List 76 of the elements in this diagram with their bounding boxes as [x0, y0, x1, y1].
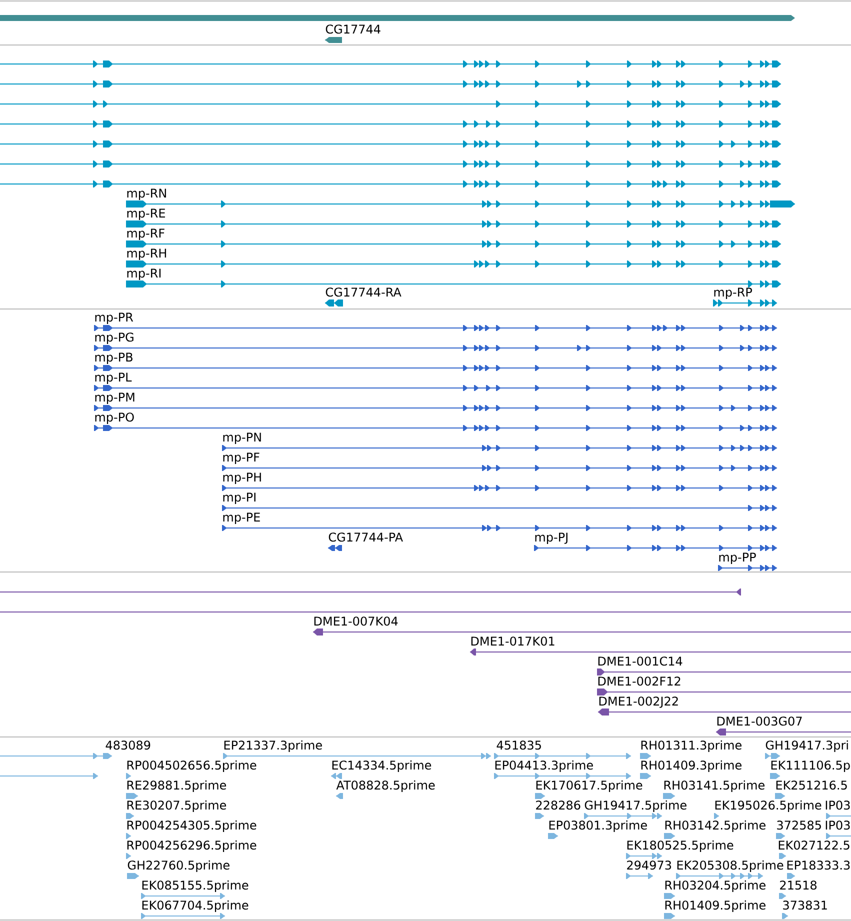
- feature-label: EP03801.3prime: [549, 820, 647, 832]
- feature-label: GH19417.3pri: [766, 740, 848, 752]
- feature-label: EK170617.5prime: [536, 780, 642, 792]
- feature-label: EK027122.5: [778, 840, 850, 850]
- feature-label: mp-PF: [223, 452, 260, 464]
- feature-line: [0, 773, 98, 779]
- feature-label: RP004256296.5prime: [127, 840, 256, 852]
- feature-label: mp-RI: [127, 268, 161, 280]
- feature-label: RE29881.5prime: [127, 780, 226, 792]
- feature-label: DME1-017K01: [471, 636, 554, 646]
- feature-label: RE30207.5prime: [127, 800, 226, 812]
- feature-label: DME1-001C14: [598, 656, 682, 666]
- feature-label: mp-PO: [95, 412, 134, 424]
- feature-label: DME1-002J22: [599, 696, 678, 708]
- feature-line: [0, 140, 781, 148]
- feature-line: [0, 160, 781, 168]
- feature-label: EK085155.5prime: [142, 880, 248, 892]
- feature-label: 451835: [496, 740, 541, 750]
- feature-line: [0, 60, 781, 68]
- feature-label: mp-RF: [127, 228, 164, 240]
- feature-label: EK180525.5prime: [627, 840, 734, 852]
- feature-label: mp-RH: [127, 248, 166, 260]
- feature-label: mp-PM: [95, 392, 134, 404]
- feature-label: mp-PP: [719, 552, 756, 564]
- feature-label: RP004502656.5prime: [127, 760, 256, 772]
- feature-label: RH01311.3prime: [641, 740, 742, 752]
- feature-label: mp-PR: [95, 312, 134, 324]
- feature-label: mp-PN: [223, 432, 261, 444]
- feature-label: DME1-003G07: [717, 716, 802, 726]
- feature-line: [0, 180, 781, 188]
- feature-label: RH03141.5prime: [664, 780, 764, 792]
- feature-label: CG17744-RA: [326, 288, 402, 297]
- feature-label: mp-RP: [714, 288, 752, 299]
- feature-label: EP21337.3prime: [224, 740, 322, 752]
- feature-label: RH01409.5prime: [665, 900, 766, 912]
- feature-label: mp-PL: [95, 372, 132, 384]
- feature-label: mp-PE: [223, 512, 260, 524]
- feature-label: 483089: [106, 740, 150, 750]
- feature-label: EK067704.5prime: [142, 900, 248, 912]
- feature-label: mp-PG: [95, 332, 134, 344]
- feature-label: AT08828.5prime: [336, 780, 435, 792]
- feature-label: mp-PI: [223, 492, 256, 504]
- feature-label: EK251216.5: [776, 780, 847, 790]
- feature-label: DME1-002F12: [598, 676, 680, 686]
- feature-line: [0, 100, 781, 108]
- feature-label: mp-PB: [95, 352, 132, 364]
- feature-line: [0, 120, 781, 128]
- feature-label: 21518: [780, 880, 817, 890]
- feature-label: mp-RE: [127, 208, 165, 220]
- feature-label: RP004254305.5prime: [127, 820, 256, 832]
- feature-label: GH19417.5prime: [584, 800, 686, 812]
- feature-label: EP18333.3: [787, 860, 850, 870]
- feature-label: 294973: [627, 860, 672, 870]
- feature-label: EK205308.5prime: [677, 860, 784, 872]
- feature-label: 228286: [536, 800, 580, 810]
- feature-label: 373831: [783, 900, 827, 910]
- feature-label: 372585: [777, 820, 821, 830]
- feature-label: DME1-007K04: [314, 616, 398, 626]
- feature-label: RH03142.5prime: [665, 820, 766, 832]
- feature-label: RH03204.5prime: [665, 880, 766, 892]
- feature-label: IP03: [826, 800, 850, 810]
- feature-line: [0, 588, 741, 596]
- feature-label: RH01409.3prime: [641, 760, 742, 772]
- feature-label: CG17744: [326, 24, 380, 34]
- feature-label: mp-PJ: [535, 532, 568, 544]
- feature-label: EC14334.5prime: [332, 760, 432, 772]
- feature-label: EK195026.5prime: [715, 800, 822, 812]
- feature-label: GH22760.5prime: [128, 860, 230, 872]
- feature-label: IP03: [826, 820, 850, 830]
- feature-label: EK111106.5p: [771, 760, 850, 772]
- gene-bar: [0, 15, 795, 21]
- feature-label: CG17744-PA: [328, 532, 403, 542]
- feature-line: [0, 80, 781, 88]
- feature-label: mp-PH: [223, 472, 261, 484]
- feature-label: EP04413.3prime: [495, 760, 593, 772]
- feature-label: mp-RN: [127, 188, 166, 200]
